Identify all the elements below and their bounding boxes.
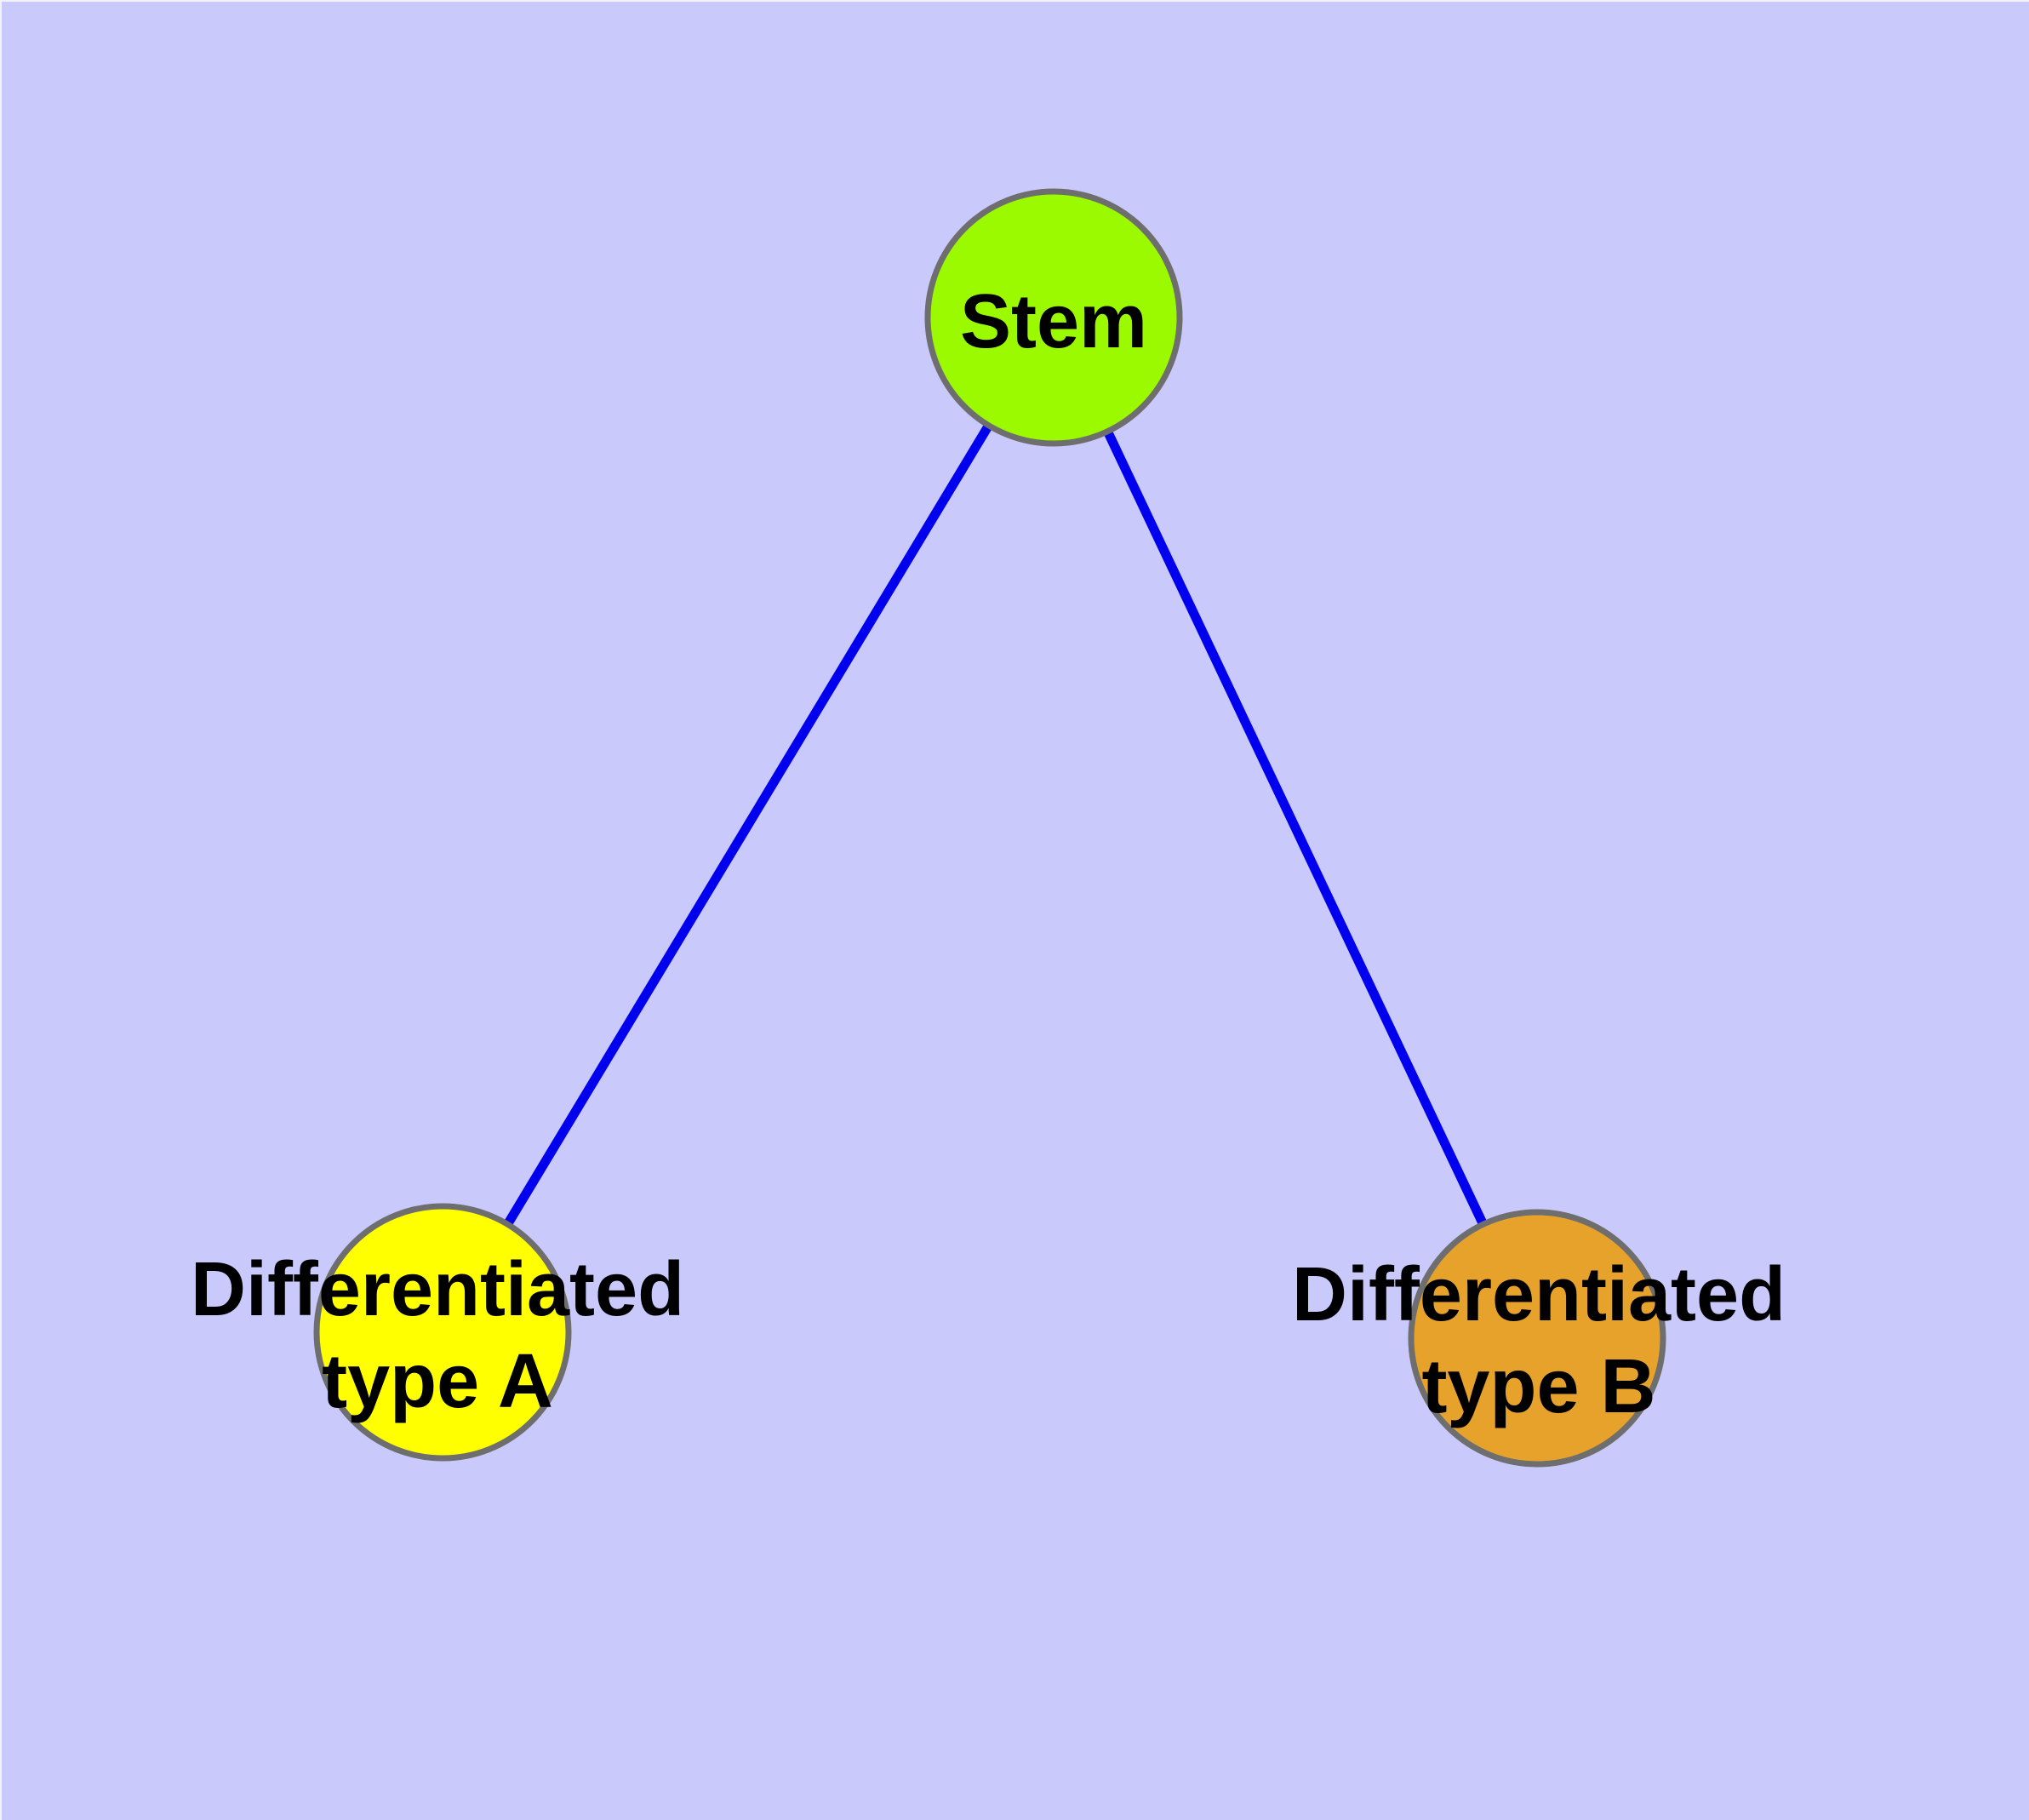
node-stem-circle [924, 188, 1183, 447]
node-type-b-circle [1408, 1209, 1666, 1468]
node-type-a-circle [313, 1203, 572, 1462]
node-type-a-label: Differentiated type A [190, 1247, 685, 1424]
edge-stem-to-type-a [438, 315, 1058, 1335]
edge-stem-to-type-b [1049, 315, 1541, 1341]
node-type-b-label: Differentiated type B [1291, 1252, 1786, 1429]
node-stem-label: Stem [959, 279, 1148, 364]
